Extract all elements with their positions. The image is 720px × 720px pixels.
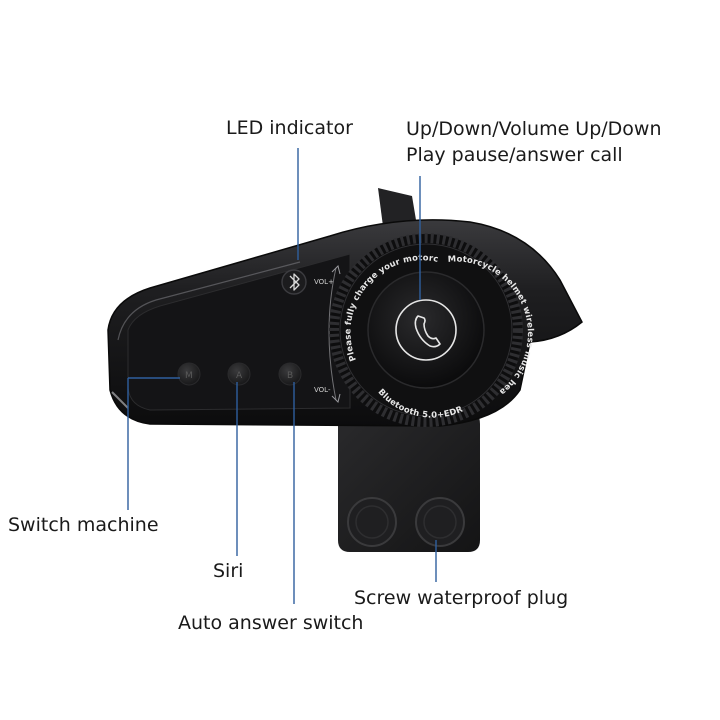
label-led-indicator: LED indicator (226, 117, 353, 139)
label-volume-line2: Play pause/answer call (406, 144, 623, 166)
bluetooth-icon (281, 269, 307, 295)
siri-button[interactable]: A (227, 362, 251, 386)
auto-answer-button[interactable]: B (278, 362, 302, 386)
leader-lines (127, 148, 437, 604)
waterproof-plug-left (347, 497, 397, 547)
mounting-plate (338, 412, 480, 552)
button-b-letter: B (287, 371, 293, 381)
phone-icon (414, 315, 441, 348)
label-auto-answer: Auto answer switch (178, 612, 364, 634)
knurled-ring (329, 233, 523, 427)
switch-machine-button[interactable]: M (177, 362, 201, 386)
button-m-letter: M (185, 371, 193, 381)
vol-minus-label: VOL- (314, 386, 331, 394)
label-siri: Siri (213, 560, 244, 582)
label-waterproof-plug: Screw waterproof plug (354, 587, 569, 609)
label-volume-line1: Up/Down/Volume Up/Down (406, 118, 662, 140)
label-switch-machine: Switch machine (8, 514, 159, 536)
vol-plus-label: VOL+ (314, 278, 334, 286)
waterproof-plug-right (415, 497, 465, 547)
button-a-letter: A (236, 371, 243, 381)
